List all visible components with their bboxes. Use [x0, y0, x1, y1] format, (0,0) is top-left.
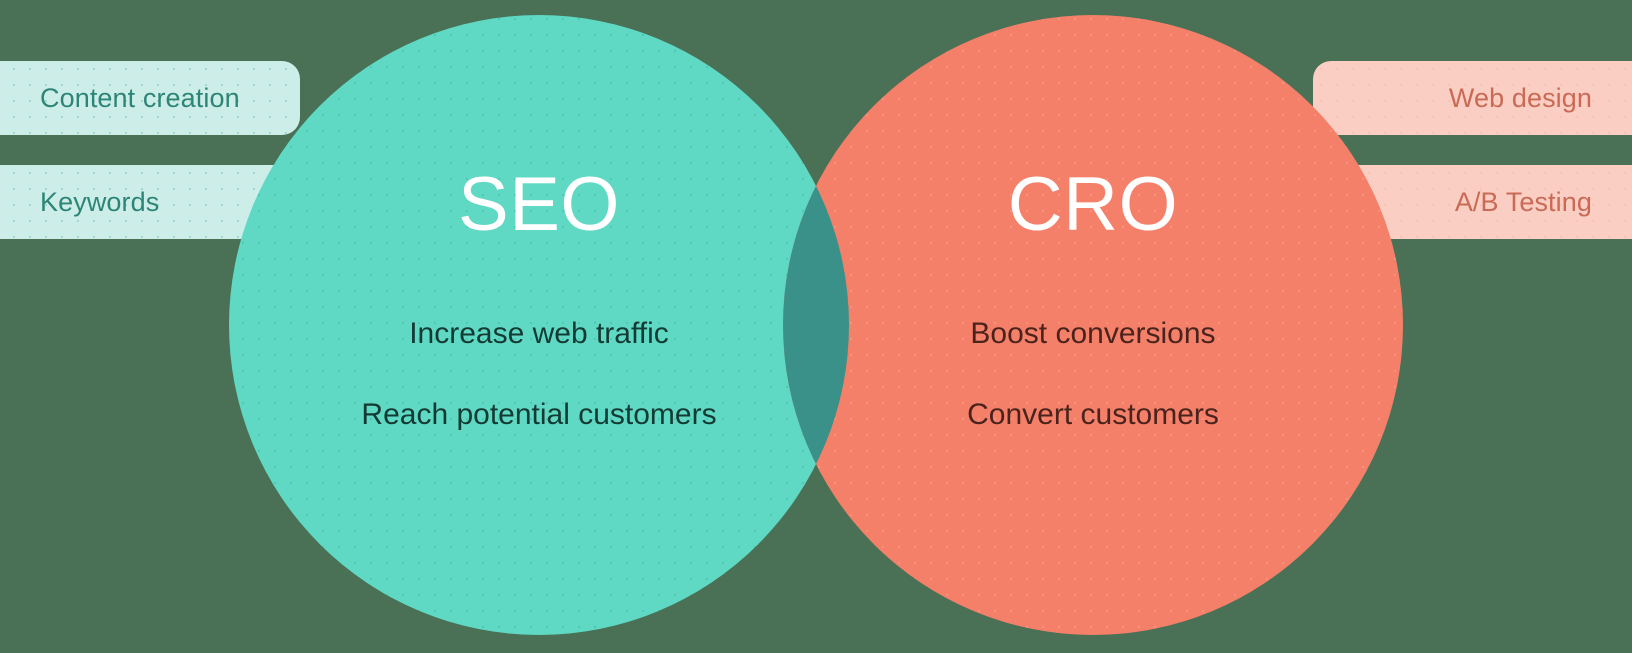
tag-pill-label: Content creation: [40, 82, 240, 113]
tag-pill-content-creation[interactable]: Content creation: [0, 61, 300, 135]
venn-circle-cro[interactable]: [783, 15, 1403, 635]
tag-pill-label: Keywords: [40, 186, 160, 217]
tag-pill-label: A/B Testing: [1454, 186, 1592, 217]
tag-pill-web-design[interactable]: Web design: [1313, 61, 1632, 135]
venn-circle-seo[interactable]: [229, 15, 849, 635]
tag-pill-label: Web design: [1448, 82, 1592, 113]
tag-pill-keywords[interactable]: Keywords: [0, 165, 300, 239]
